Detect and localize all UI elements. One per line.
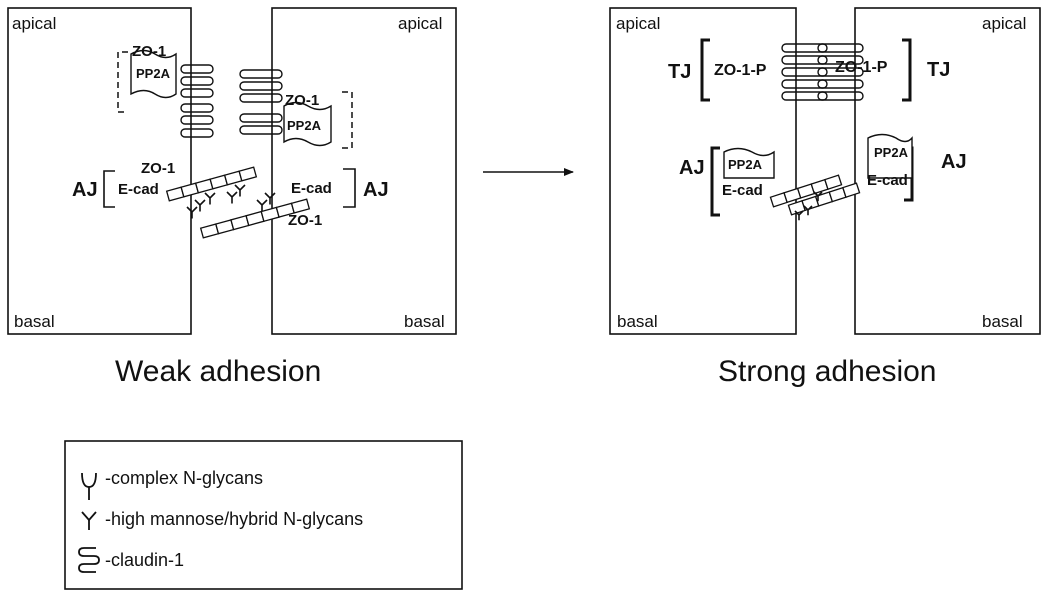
- strong-right-basal-label: basal: [982, 312, 1023, 331]
- weak-cell-left: [7, 7, 192, 335]
- strong-left-aj-bracket: [710, 146, 720, 217]
- claudin-loop: [781, 91, 828, 101]
- e-cadherin-chain: [165, 166, 258, 202]
- claudin-loop: [239, 113, 283, 123]
- complex-n-glycan-mark: [256, 199, 268, 212]
- strong-left-zo1p-label: ZO-1-P: [714, 62, 767, 79]
- weak-left-zo1-dashed-bracket: [117, 51, 128, 113]
- high-mannose-n-glycan-mark: [813, 191, 823, 202]
- e-cadherin-chain: [787, 182, 861, 216]
- weak-left-pp2a-label: PP2A: [136, 66, 170, 81]
- weak-left-apical-label: apical: [12, 14, 57, 33]
- claudin-loop: [817, 43, 864, 53]
- claudin-loop: [239, 125, 283, 135]
- claudin-loop: [781, 67, 828, 77]
- strong-right-zo1p-label: ZO-1-P: [835, 59, 888, 76]
- claudin-loop: [817, 55, 864, 65]
- strong-left-tj-label: TJ: [668, 61, 692, 83]
- strong-right-pp2a-label: PP2A: [874, 145, 908, 160]
- weak-left-aj-label: AJ: [72, 179, 98, 201]
- claudin-1-icon: [78, 547, 100, 573]
- weak-left-aj-bracket: [103, 170, 115, 208]
- n-glycan-marks: [186, 184, 823, 221]
- legend-box: [64, 440, 463, 590]
- claudin-loop: [180, 128, 214, 138]
- weak-right-aj-label: AJ: [363, 179, 389, 201]
- strong-adhesion-caption: Strong adhesion: [718, 355, 937, 388]
- high-mannose-n-glycan-icon: [81, 511, 97, 530]
- claudin-loop: [180, 64, 214, 74]
- high-mannose-n-glycan-mark: [803, 205, 813, 216]
- strong-left-basal-label: basal: [617, 312, 658, 331]
- weak-right-aj-bracket: [343, 168, 356, 208]
- weak-adhesion-caption: Weak adhesion: [115, 355, 322, 388]
- strong-left-pp2a-label: PP2A: [728, 157, 762, 172]
- strong-right-apical-label: apical: [982, 14, 1027, 33]
- weak-left-pp2a-shape: [130, 49, 177, 99]
- claudin-loop: [817, 67, 864, 77]
- weak-right-ecad-label: E-cad: [291, 180, 332, 197]
- strong-left-pp2a-shape: [723, 147, 775, 179]
- strong-cell-left: [609, 7, 797, 335]
- weak-left-ecad-label: E-cad: [118, 181, 159, 198]
- claudin-loop: [817, 79, 864, 89]
- transition-arrowhead: [564, 168, 574, 176]
- complex-n-glycan-mark: [204, 192, 216, 205]
- high-mannose-n-glycan-mark: [794, 210, 804, 221]
- weak-right-pp2a-shape: [283, 101, 332, 147]
- weak-right-pp2a-label: PP2A: [287, 118, 321, 133]
- strong-right-pp2a-shape: [867, 133, 913, 179]
- complex-n-glycan-mark: [226, 191, 238, 204]
- complex-n-glycan-mark: [264, 192, 276, 205]
- claudin-loop: [239, 81, 283, 91]
- legend-high-mannose-text: -high mannose/hybrid N-glycans: [105, 509, 364, 529]
- weak-right-ecad-zo1-label: ZO-1: [288, 212, 323, 229]
- claudin-loop: [781, 43, 828, 53]
- claudin-loop: [180, 103, 214, 113]
- claudin-loop: [781, 55, 828, 65]
- strong-right-tj-label: TJ: [927, 59, 951, 81]
- complex-n-glycan-mark: [186, 206, 198, 219]
- strong-right-aj-label: AJ: [941, 151, 967, 173]
- weak-left-basal-label: basal: [14, 312, 55, 331]
- strong-right-ecad-label: E-cad: [867, 172, 908, 189]
- weak-left-ecad-zo1-label: ZO-1: [141, 160, 176, 177]
- strong-left-aj-label: AJ: [679, 157, 705, 179]
- claudin-loop: [180, 88, 214, 98]
- claudin-1-strands: [180, 43, 864, 138]
- complex-n-glycan-icon: [81, 472, 97, 500]
- strong-left-tj-bracket: [700, 38, 710, 102]
- complex-n-glycan-mark: [234, 184, 246, 197]
- legend-claudin-1-text: -claudin-1: [105, 550, 185, 570]
- complex-n-glycan-mark: [194, 199, 206, 212]
- e-cadherin-chains: [165, 166, 861, 239]
- strong-right-tj-bracket: [902, 38, 912, 102]
- claudin-loop: [239, 93, 283, 103]
- claudin-loop: [781, 79, 828, 89]
- weak-right-zo1-label: ZO-1: [285, 92, 320, 109]
- e-cadherin-chain: [769, 174, 843, 208]
- weak-right-zo1-dashed-bracket: [342, 91, 353, 149]
- claudin-loop: [817, 91, 864, 101]
- weak-right-apical-label: apical: [398, 14, 443, 33]
- strong-left-ecad-label: E-cad: [722, 182, 763, 199]
- weak-left-zo1-label: ZO-1: [132, 43, 167, 60]
- claudin-loop: [239, 69, 283, 79]
- claudin-loop: [180, 115, 214, 125]
- weak-cell-right: [271, 7, 457, 335]
- strong-cell-right: [854, 7, 1041, 335]
- legend-complex-n-glycans-text: -complex N-glycans: [105, 468, 264, 488]
- strong-left-apical-label: apical: [616, 14, 661, 33]
- weak-right-basal-label: basal: [404, 312, 445, 331]
- e-cadherin-chain: [199, 198, 311, 239]
- claudin-loop: [180, 76, 214, 86]
